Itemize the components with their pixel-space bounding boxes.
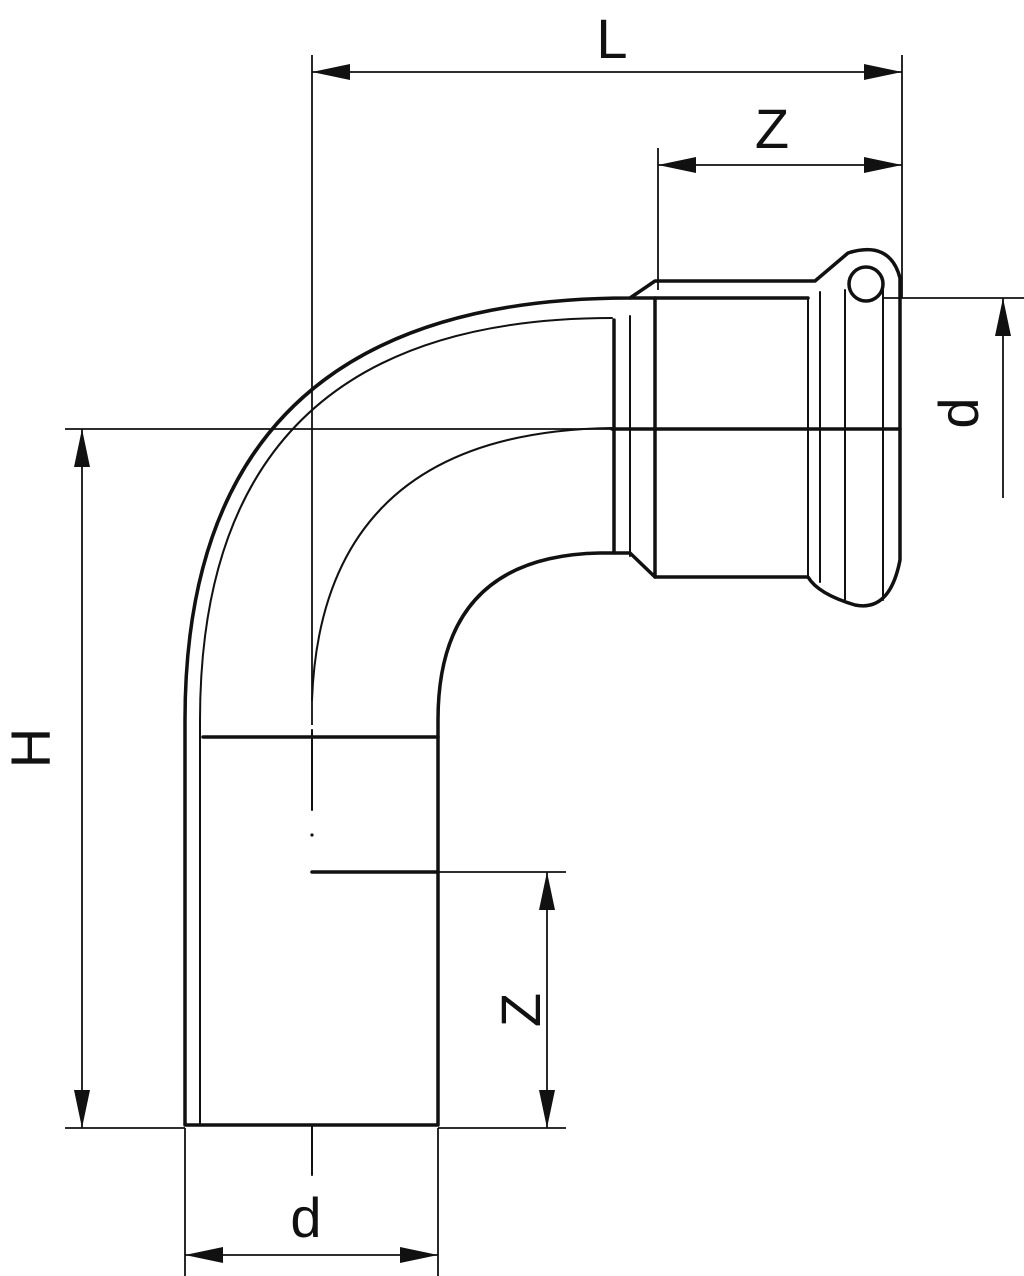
elbow-fitting	[183, 247, 902, 1176]
dim-d-right-arrow	[995, 298, 1011, 336]
dim-d-bottom-label: d	[290, 1186, 321, 1249]
dim-Z-horizontal-arrow-right	[864, 157, 902, 173]
dim-d-bottom-arrow-left	[185, 1247, 223, 1263]
centerline-dot	[310, 833, 314, 837]
dim-L-label: L	[596, 7, 627, 70]
dim-H-arrow-bottom	[74, 1090, 90, 1128]
dimension-lines: L Z d H Z d	[0, 7, 1024, 1276]
elbow-bore-curve	[311, 427, 613, 701]
dim-Z-vertical-arrow-top	[539, 872, 555, 910]
elbow-outer-contour	[183, 247, 902, 1127]
dim-Z-horizontal-arrow-left	[658, 157, 696, 173]
dim-L-arrow-right	[864, 64, 902, 80]
dim-d-right-label: d	[927, 397, 990, 428]
o-ring	[847, 265, 885, 303]
elbow-inner-wall	[199, 317, 613, 1126]
dim-d-bottom-arrow-right	[400, 1247, 438, 1263]
dim-Z-vertical-arrow-bottom	[539, 1090, 555, 1128]
dim-H-label: H	[0, 728, 62, 768]
dim-L-arrow-left	[312, 64, 350, 80]
dim-H-arrow-top	[74, 429, 90, 467]
dim-Z-vertical-label: Z	[489, 993, 552, 1027]
dim-Z-horizontal-label: Z	[755, 97, 789, 160]
